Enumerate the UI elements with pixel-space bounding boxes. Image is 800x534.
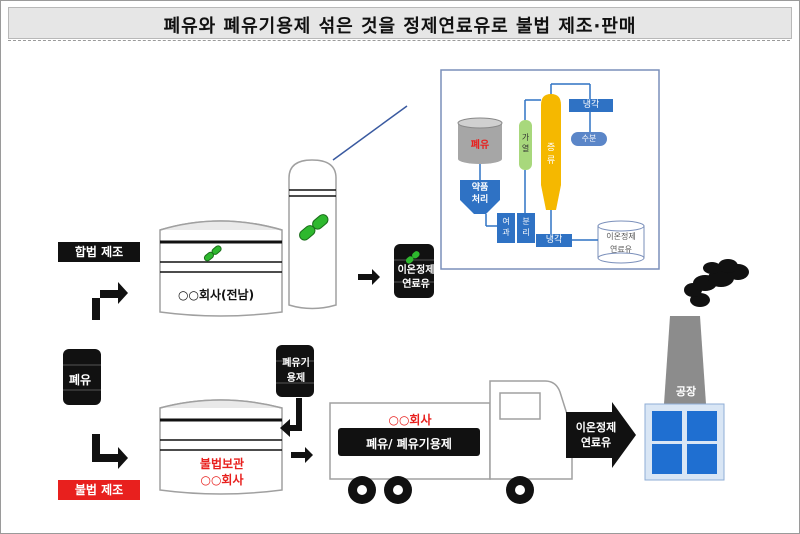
process-distill [541, 94, 561, 210]
process-separate [517, 213, 535, 243]
title-bar: 폐유와 폐유기용제 섞은 것을 정제연료유로 불법 제조·판매 [8, 7, 792, 39]
factory [644, 316, 725, 481]
process-waste-oil-label: 폐유 [470, 140, 490, 151]
process-product-tank [597, 220, 645, 264]
process-filter [497, 213, 515, 243]
process-chem-treat [460, 180, 500, 214]
process-heating [519, 120, 532, 170]
fuel-arrow-label: 이온정제 연료유 [575, 421, 617, 449]
truck-company-label: ○○회사 [388, 413, 432, 427]
arrow-icon [291, 447, 313, 463]
process-waste-oil-tank [457, 117, 503, 164]
arrow-icon [358, 269, 380, 285]
solvent-drum [276, 345, 314, 397]
waste-oil-drum-label: 폐유 [69, 373, 92, 387]
elbow-arrow-icon [92, 282, 128, 320]
storage-label: 불법보관 [199, 457, 245, 471]
smoke-icon [684, 259, 749, 307]
callout-line [332, 105, 408, 161]
process-connectors [479, 83, 598, 241]
solvent-drum-label: 폐유기 용제 [282, 358, 310, 384]
recycle-icon [203, 245, 222, 262]
factory-label: 공장 [675, 385, 697, 398]
page-title: 폐유와 폐유기용제 섞은 것을 정제연료유로 불법 제조·판매 [163, 16, 637, 37]
recycle-icon [299, 214, 329, 241]
illegal-production-label: 불법 제조 [58, 480, 140, 500]
waste-oil-drum [63, 349, 101, 405]
process-cooling-bottom-label: 냉각 [545, 235, 563, 245]
process-water [571, 132, 607, 146]
legal-production-label: 합법 제조 [58, 242, 140, 262]
process-heating-label: 가 열 [521, 133, 530, 153]
recycle-icon [405, 251, 420, 264]
truck-cargo-label: 폐유/ 폐유기용제 [366, 437, 452, 451]
process-filter-label: 여 과 [502, 217, 510, 237]
legal-company-label: ○○회사(전남) [178, 288, 255, 302]
process-separate-label: 분 리 [522, 217, 530, 237]
process-chem-treat-label: 약품 처리 [471, 183, 489, 205]
process-product-label: 이온정제 연료유 [606, 232, 636, 254]
process-cooling-bottom [536, 234, 572, 247]
legal-drum-label: 이온정제 연료유 [397, 265, 435, 290]
elbow-arrow-icon [280, 398, 302, 437]
elbow-arrow-icon [92, 434, 128, 469]
process-distill-label: 증 류 [546, 143, 556, 166]
illegal-storage-tank [159, 399, 283, 495]
legal-storage-tank [159, 220, 283, 317]
legal-fuel-drum [394, 244, 434, 298]
truck [329, 380, 573, 504]
process-cooling-top-label: 냉각 [582, 100, 600, 110]
storage-company-label: ○○회사 [200, 473, 244, 487]
title-divider [8, 40, 790, 41]
process-water-label: 수분 [581, 134, 597, 143]
process-cooling-top [569, 99, 613, 112]
arrow-icon [566, 402, 636, 468]
